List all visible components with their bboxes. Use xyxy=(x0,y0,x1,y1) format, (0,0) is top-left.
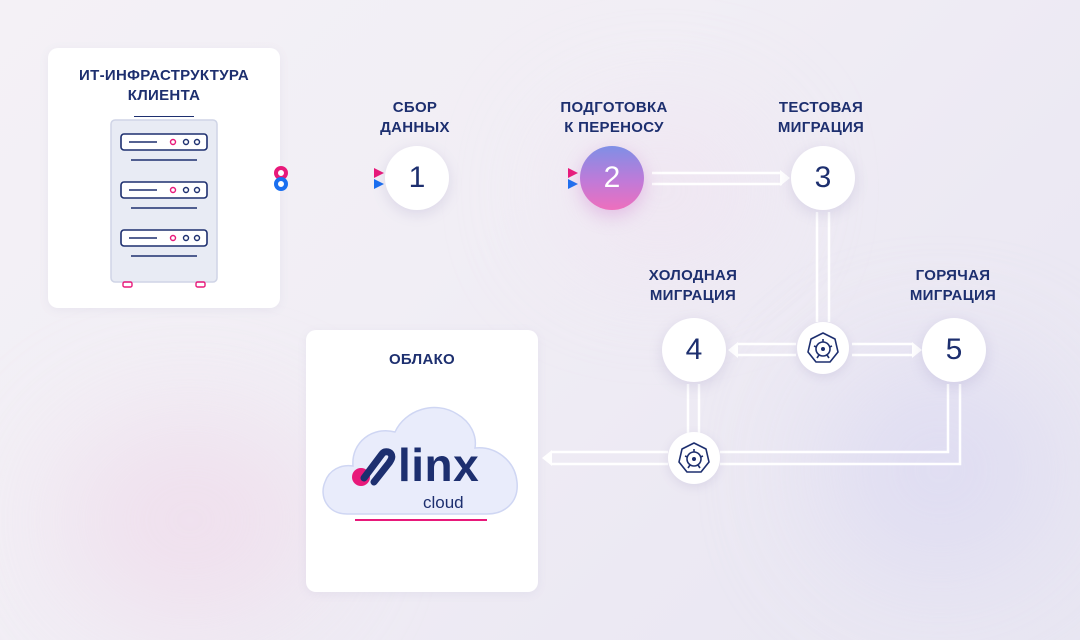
background-glow-left xyxy=(60,420,320,620)
step5-label-line2: МИГРАЦИЯ xyxy=(909,287,997,304)
step3-label-line1: ТЕСТОВАЯ xyxy=(778,99,864,116)
kubernetes-hub-upper xyxy=(797,322,849,374)
cloud-shape-icon xyxy=(322,406,518,521)
step2-label-line1: ПОДГОТОВКА xyxy=(560,99,668,116)
kubernetes-wheel-icon xyxy=(678,442,710,473)
arrowhead xyxy=(912,342,922,358)
step-4-circle: 4 xyxy=(662,318,726,382)
step1-label-line1: СБОР xyxy=(392,99,438,116)
step-2-circle: 2 xyxy=(580,146,644,210)
cloud-title: ОБЛАКО xyxy=(388,351,456,368)
step1-label: СБОР ДАННЫХ xyxy=(340,98,490,138)
server-rack-icon xyxy=(110,116,218,288)
step4-label-line2: МИГРАЦИЯ xyxy=(649,287,737,304)
step1-label-line2: ДАННЫХ xyxy=(380,119,450,136)
arrowhead xyxy=(374,168,384,178)
arrowhead xyxy=(728,342,738,358)
blue-connector-dot xyxy=(274,177,288,191)
arrowhead xyxy=(374,179,384,189)
linx-chain-logo-icon xyxy=(352,448,396,486)
connector-step5-to-hub xyxy=(720,384,962,466)
kubernetes-wheel-icon xyxy=(807,332,839,363)
step4-label-line1: ХОЛОДНАЯ xyxy=(648,267,738,284)
infrastructure-card: ИТ-ИНФРАСТРУКТУРА КЛИЕНТА xyxy=(48,48,280,308)
arrowhead xyxy=(780,170,790,186)
infrastructure-title-line1: ИТ-ИНФРАСТРУКТУРА xyxy=(79,67,249,84)
step-1-circle: 1 xyxy=(385,146,449,210)
infrastructure-title: ИТ-ИНФРАСТРУКТУРА КЛИЕНТА xyxy=(48,66,280,106)
arrowhead xyxy=(568,179,578,189)
connector-step5-to-hub xyxy=(720,384,950,454)
kubernetes-hub-lower xyxy=(668,432,720,484)
arrowhead xyxy=(542,450,552,466)
step-3-circle: 3 xyxy=(791,146,855,210)
brand-subtitle: cloud xyxy=(423,493,464,512)
step2-label-line2: К ПЕРЕНОСУ xyxy=(564,119,664,136)
step2-label: ПОДГОТОВКА К ПЕРЕНОСУ xyxy=(536,98,692,138)
arrowhead xyxy=(568,168,578,178)
infrastructure-title-line2: КЛИЕНТА xyxy=(127,87,201,104)
step-5-circle: 5 xyxy=(922,318,986,382)
step5-label: ГОРЯЧАЯ МИГРАЦИЯ xyxy=(878,266,1028,306)
step3-label-line2: МИГРАЦИЯ xyxy=(777,119,865,136)
brand-wordmark: linx xyxy=(398,439,480,491)
step5-label-line1: ГОРЯЧАЯ xyxy=(915,267,991,284)
background-glow-right xyxy=(820,360,1060,580)
pink-connector-dot xyxy=(274,166,288,180)
step3-label: ТЕСТОВАЯ МИГРАЦИЯ xyxy=(746,98,896,138)
step4-label: ХОЛОДНАЯ МИГРАЦИЯ xyxy=(618,266,768,306)
cloud-card: ОБЛАКО linx cloud xyxy=(306,330,538,592)
